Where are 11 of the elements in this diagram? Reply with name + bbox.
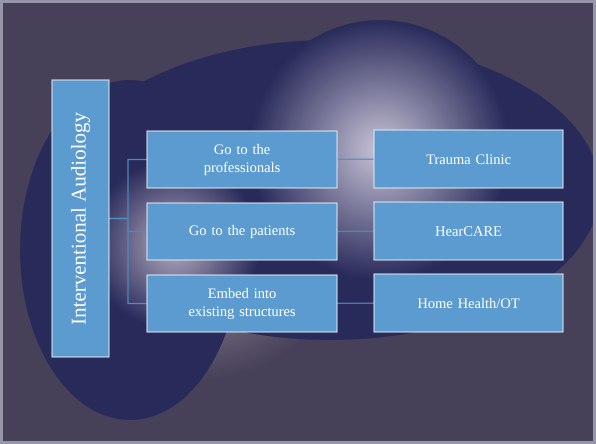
- connector-line: [338, 302, 374, 304]
- connector-line: [338, 230, 374, 232]
- example-box: HearCARE: [374, 202, 564, 260]
- connector-line: [338, 158, 374, 160]
- category-box: Embed into existing structures: [146, 274, 338, 332]
- example-box: Home Health/OT: [374, 274, 564, 332]
- example-box: Trauma Clinic: [374, 130, 564, 188]
- category-box: Go to the professionals: [146, 130, 338, 188]
- title-box: Interventional Audiology: [52, 80, 110, 358]
- connector-line: [110, 218, 146, 304]
- category-box: Go to the patients: [146, 202, 338, 260]
